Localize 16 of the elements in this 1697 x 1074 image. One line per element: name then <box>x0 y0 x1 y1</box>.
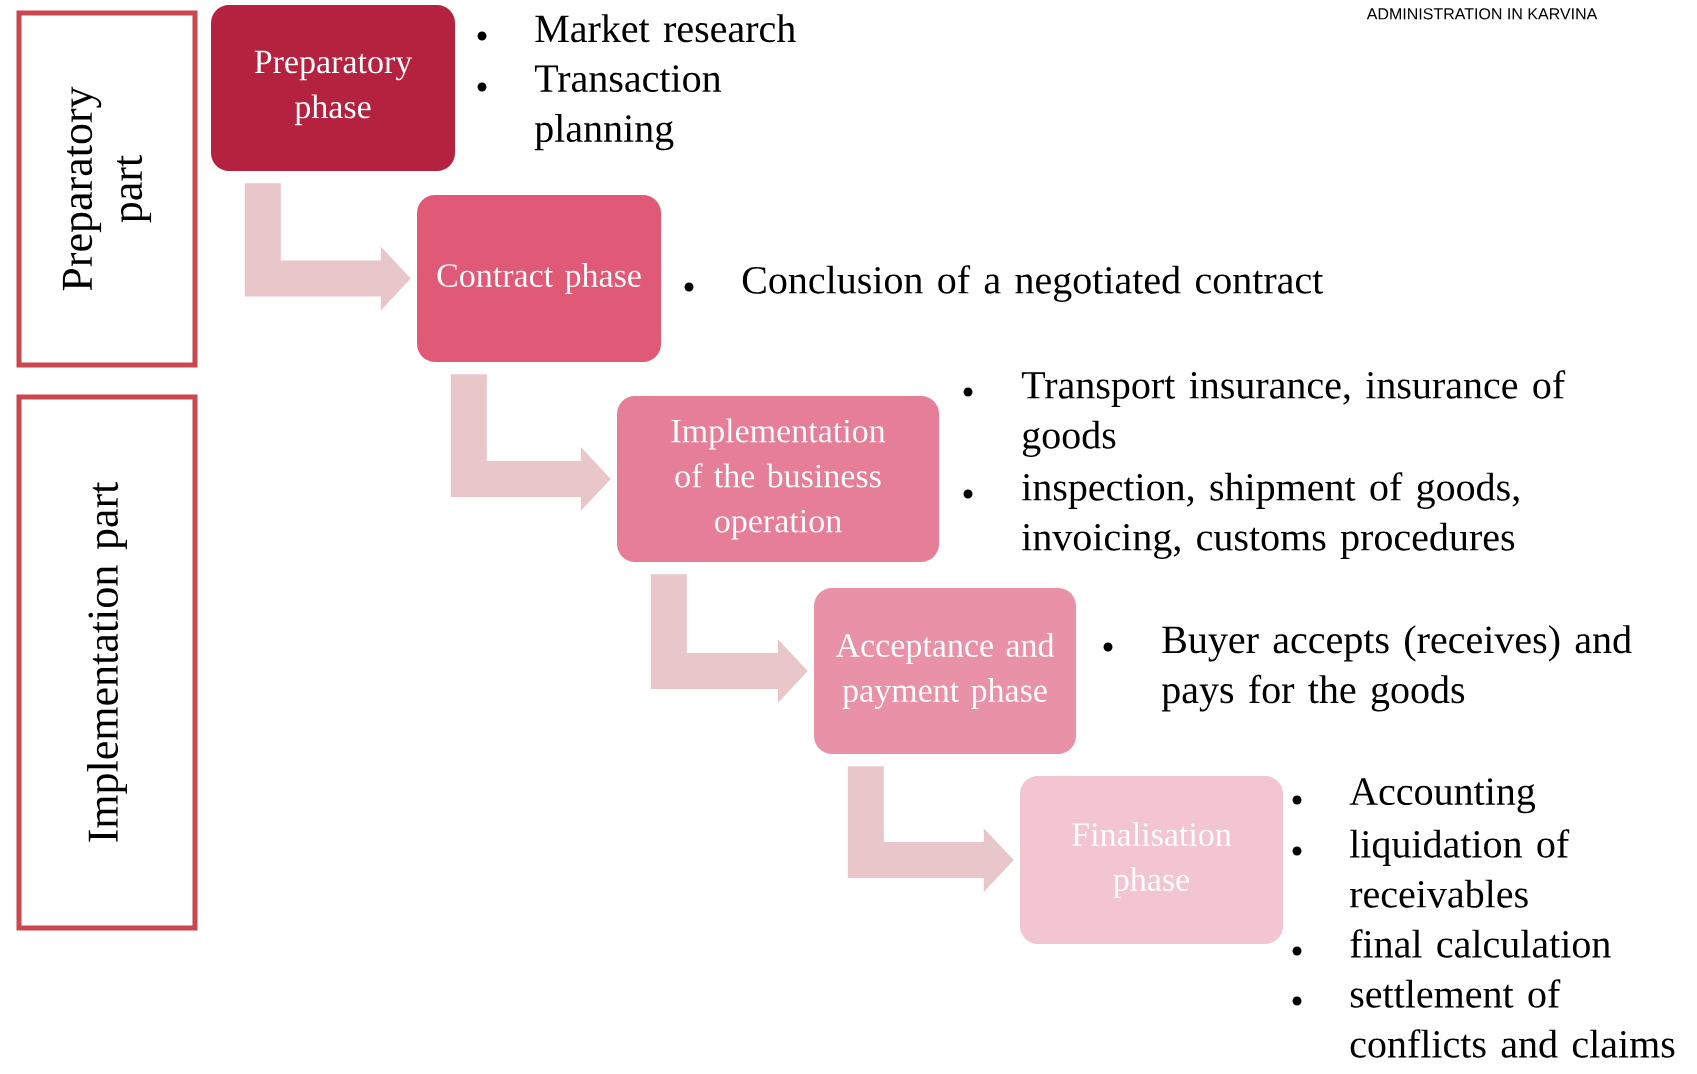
bullet-item: final calculation <box>1350 929 1611 958</box>
phase-box: Implementation of the business operation <box>617 396 939 562</box>
phase-box: Acceptance and payment phase <box>814 588 1076 754</box>
bullet-item: Conclusion of a negotiated contract <box>742 265 1324 302</box>
bullet-item: inspection, shipment of goods, invoicing, customs procedures <box>1022 472 1519 559</box>
phase-box: Finalisation phase <box>1020 776 1283 944</box>
bullet-item: Buyer accepts (receives) and pays for the goods <box>1161 625 1632 712</box>
phase-box: Preparatory phase <box>211 5 455 171</box>
header-text: ADMINISTRATION IN KARVINA <box>1366 8 1598 20</box>
bullet-item: Transaction planning <box>534 65 722 151</box>
bullet-item: settlement of conflicts and claims <box>1350 979 1675 1058</box>
phase-box: Contract phase <box>417 195 661 362</box>
bullet-item: Accounting <box>1349 778 1536 814</box>
part-box: Implementation part <box>16 394 198 931</box>
part-box: Preparatory part <box>16 10 198 368</box>
bullet-item: Market research <box>535 14 796 43</box>
